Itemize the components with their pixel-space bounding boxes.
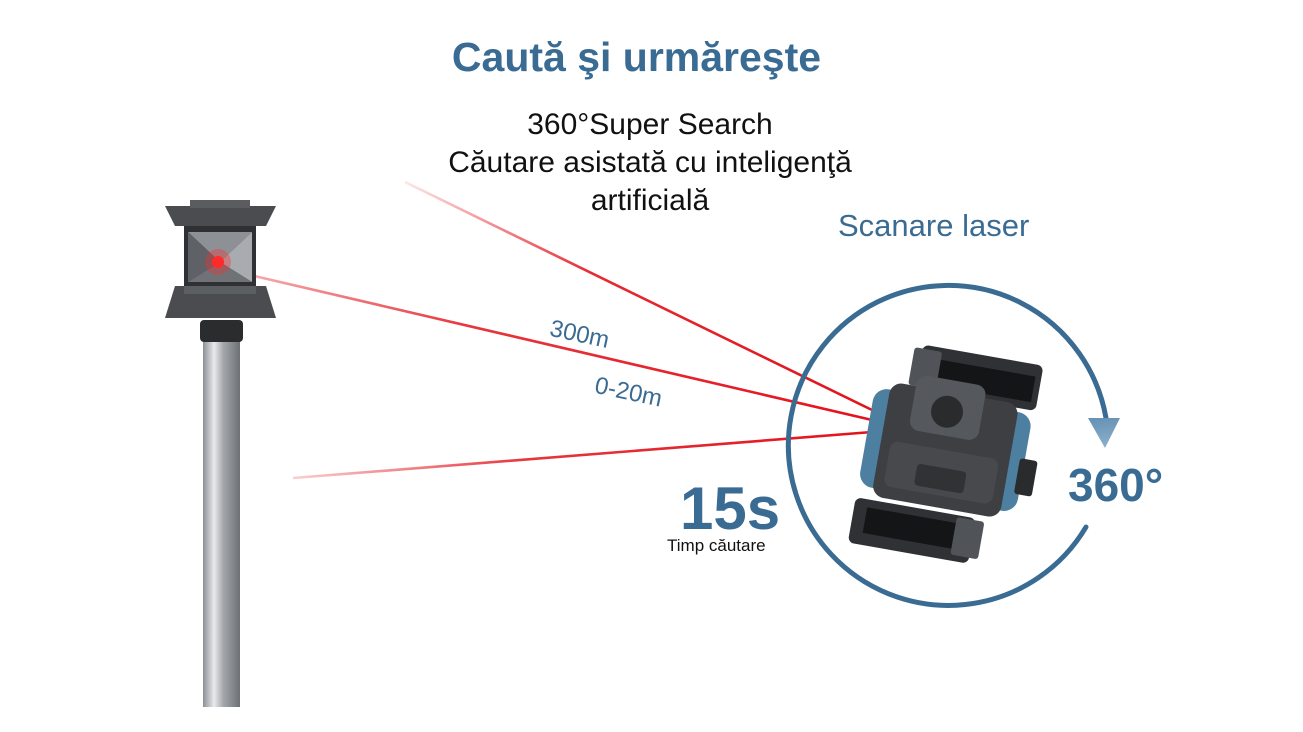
rotation-label: 360° [1068,459,1164,511]
subtitle-line: artificială [590,184,710,217]
scan-label: Scanare laser [838,208,1030,243]
subtitle-line: Căutare asistată cu inteligenţă [448,146,852,179]
prism-reflector-icon [165,200,276,318]
laser-beam-prism [249,273,873,422]
feature-subtitle: 360°Super Search Căutare asistată cu int… [350,106,950,220]
laser-beam-lower [292,430,873,480]
laser-beam-upper [404,180,873,412]
scan-ring [785,282,1109,608]
page-title: Caută şi urmăreşte [451,34,822,80]
total-station-icon [848,345,1043,563]
survey-pole-icon [200,320,243,707]
search-time-value: 15s [680,475,781,542]
rotation-arrow-icon [1088,418,1120,448]
search-time-label: Timp căutare [667,536,766,555]
subtitle-line: 360°Super Search [527,108,773,141]
